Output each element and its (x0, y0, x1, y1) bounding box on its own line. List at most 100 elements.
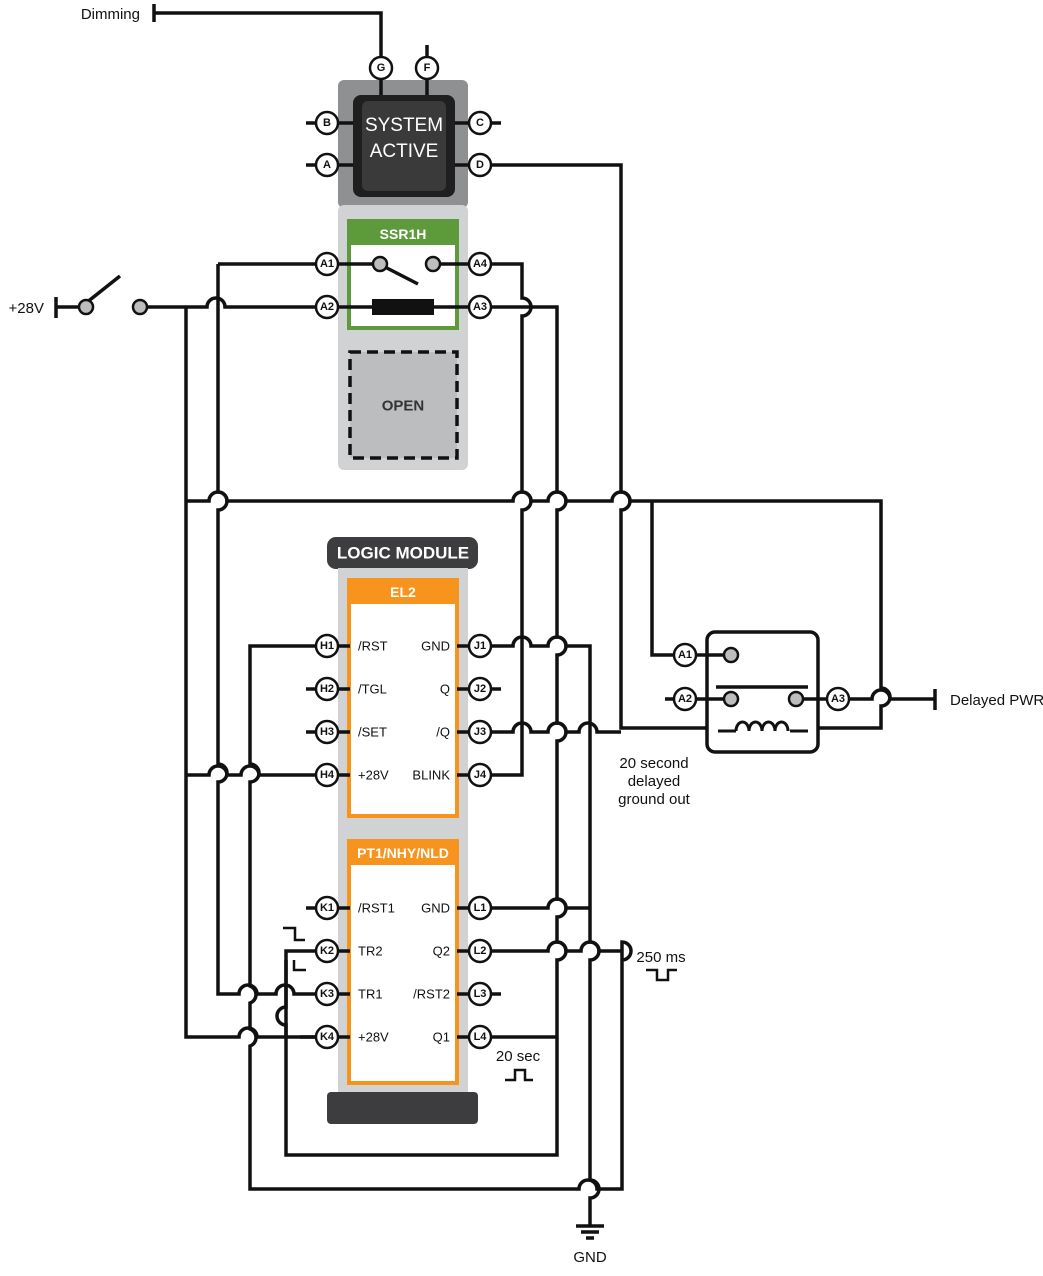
pt1-title: PT1/NHY/NLD (357, 845, 449, 861)
pin-name-h4: +28V (358, 768, 389, 783)
svg-text:C: C (476, 117, 484, 129)
terminal-l3: L3 (467, 981, 493, 1007)
pin-name-h2: /TGL (358, 682, 387, 697)
terminal-j4: J4 (467, 762, 493, 788)
pin-name-k2: TR2 (358, 944, 383, 959)
switch-label-line1: SYSTEM (365, 115, 443, 136)
terminal-d: D (467, 152, 493, 178)
svg-text:A2: A2 (320, 301, 334, 313)
pt1-pin-names: /RST1 TR2 TR1 +28V GND Q2 /RST2 Q1 (358, 901, 450, 1045)
terminal-relay-a3: A3 (825, 686, 851, 712)
switch-label-line2: ACTIVE (370, 141, 439, 162)
el2-title: EL2 (390, 584, 416, 600)
terminal-h1: H1 (314, 633, 340, 659)
svg-text:K2: K2 (320, 945, 334, 957)
terminal-j1: J1 (467, 633, 493, 659)
svg-text:H2: H2 (320, 683, 334, 695)
switch-terminals: G F B A C D (314, 55, 493, 178)
pin-name-k1: /RST1 (358, 901, 395, 916)
terminal-a: A (314, 152, 340, 178)
svg-text:A4: A4 (473, 258, 488, 270)
terminal-relay-a2: A2 (672, 686, 698, 712)
pin-name-l3: /RST2 (413, 987, 450, 1002)
svg-text:K4: K4 (320, 1031, 335, 1043)
open-slot-label: OPEN (382, 398, 425, 415)
ssr-element (372, 299, 434, 315)
terminal-relay-a1: A1 (672, 642, 698, 668)
pt1-terminals: K1 K2 K3 K4 L1 L2 L3 L4 (314, 895, 493, 1050)
switch-contacts (77, 255, 442, 316)
terminal-k2: K2 (314, 938, 340, 964)
pin-name-k3: TR1 (358, 987, 383, 1002)
pin-name-h3: /SET (358, 725, 387, 740)
pin-name-h1: /RST (358, 639, 388, 654)
svg-text:B: B (323, 117, 331, 129)
pin-name-j1: GND (421, 639, 450, 654)
svg-text:F: F (424, 62, 431, 74)
delay-note-line3: ground out (618, 791, 691, 808)
terminal-h3: H3 (314, 719, 340, 745)
relay-terminals: A1 A2 A3 (672, 642, 851, 712)
delayed-pwr-label: Delayed PWR (950, 692, 1043, 709)
svg-text:L2: L2 (474, 945, 487, 957)
terminal-b: B (314, 110, 340, 136)
terminal-c: C (467, 110, 493, 136)
terminal-ssr-a1: A1 (314, 251, 340, 277)
svg-text:L1: L1 (474, 902, 487, 914)
pin-name-j4: BLINK (412, 768, 450, 783)
svg-text:H3: H3 (320, 726, 334, 738)
open-slot: OPEN (348, 350, 459, 460)
pin-name-k4: +28V (358, 1030, 389, 1045)
terminal-g: G (368, 55, 394, 81)
svg-text:A1: A1 (320, 258, 334, 270)
pin-name-j2: Q (440, 682, 450, 697)
el2-terminals: H1 H2 H3 H4 J1 J2 J3 J4 (314, 633, 493, 788)
svg-text:H1: H1 (320, 640, 334, 652)
delay-relay (705, 630, 820, 754)
terminal-j2: J2 (467, 676, 493, 702)
svg-text:D: D (476, 159, 484, 171)
svg-text:A: A (323, 159, 331, 171)
terminal-k3: K3 (314, 981, 340, 1007)
terminal-l2: L2 (467, 938, 493, 964)
terminal-l1: L1 (467, 895, 493, 921)
svg-text:G: G (377, 62, 386, 74)
svg-text:J3: J3 (474, 726, 486, 738)
pin-name-l2: Q2 (433, 944, 450, 959)
delay-note-line2: delayed (628, 773, 681, 790)
pin-name-l1: GND (421, 901, 450, 916)
ssr-terminals: A1 A2 A4 A3 (314, 251, 493, 320)
wiring (54, 4, 937, 1240)
terminal-ssr-a3: A3 (467, 294, 493, 320)
pulse-250-label: 250 ms (636, 949, 685, 966)
svg-text:J4: J4 (474, 769, 487, 781)
terminal-k4: K4 (314, 1024, 340, 1050)
svg-text:A3: A3 (831, 693, 845, 705)
logic-module-title: LOGIC MODULE (337, 544, 469, 563)
dimming-label: Dimming (81, 6, 140, 23)
el2-pin-names: /RST /TGL /SET +28V GND Q /Q BLINK (358, 639, 450, 783)
svg-text:A3: A3 (473, 301, 487, 313)
svg-text:A2: A2 (678, 693, 692, 705)
svg-text:H4: H4 (320, 769, 335, 781)
terminal-k1: K1 (314, 895, 340, 921)
svg-text:L3: L3 (474, 988, 487, 1000)
svg-text:A1: A1 (678, 649, 692, 661)
ssr-module: SSR1H (347, 219, 459, 330)
ssr-title: SSR1H (380, 226, 427, 242)
svg-text:L4: L4 (474, 1031, 488, 1043)
logic-module: LOGIC MODULE EL2 PT1/NHY/NLD (327, 537, 478, 1124)
plus28v-label: +28V (9, 300, 44, 317)
terminal-j3: J3 (467, 719, 493, 745)
terminal-f: F (414, 55, 440, 81)
pin-name-j3: /Q (436, 725, 450, 740)
terminal-l4: L4 (467, 1024, 493, 1050)
svg-text:K1: K1 (320, 902, 334, 914)
terminal-h4: H4 (314, 762, 340, 788)
pin-name-l4: Q1 (433, 1030, 450, 1045)
svg-text:K3: K3 (320, 988, 334, 1000)
svg-text:J1: J1 (474, 640, 486, 652)
gnd-label: GND (573, 1249, 607, 1266)
terminal-ssr-a2: A2 (314, 294, 340, 320)
